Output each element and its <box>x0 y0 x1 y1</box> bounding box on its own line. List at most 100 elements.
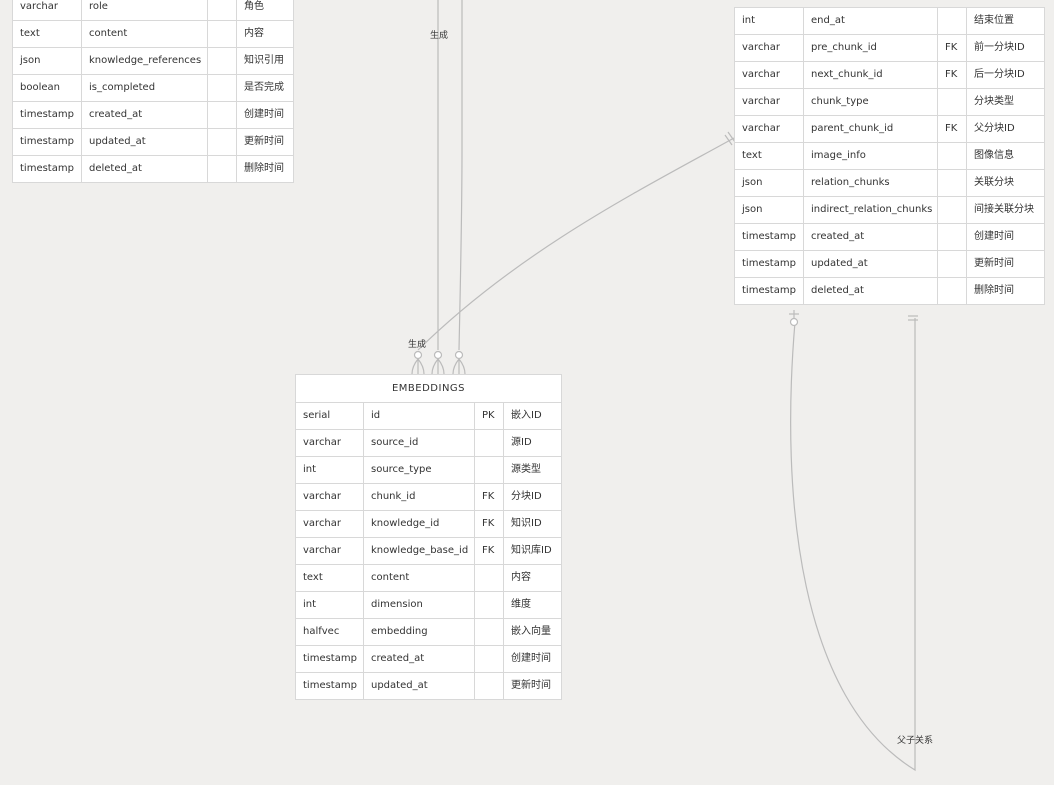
column-name: deleted_at <box>804 278 938 304</box>
column-key <box>475 430 504 456</box>
column-name: relation_chunks <box>804 170 938 196</box>
column-name: knowledge_id <box>364 511 475 537</box>
column-name: created_at <box>804 224 938 250</box>
column-type: varchar <box>296 484 364 510</box>
column-comment: 知识ID <box>511 518 542 529</box>
column-comment: 更新时间 <box>511 680 551 691</box>
column-key: FK <box>938 62 967 88</box>
column-comment: 分块类型 <box>974 96 1014 107</box>
column-key <box>938 278 967 304</box>
column-comment: 知识引用 <box>244 55 284 66</box>
column-name: source_type <box>364 457 475 483</box>
column-key <box>208 75 237 101</box>
column-name: role <box>82 0 208 20</box>
column-name: updated_at <box>364 673 475 699</box>
column-key <box>475 592 504 618</box>
column-comment: 知识库ID <box>511 545 552 556</box>
column-type: timestamp <box>735 224 804 250</box>
column-comment: 嵌入向量 <box>511 626 551 637</box>
relation-label-generate-bottom: 生成 <box>408 340 427 350</box>
column-name: deleted_at <box>82 156 208 182</box>
column-comment: 图像信息 <box>974 150 1014 161</box>
relation-line-parent-child <box>790 318 916 772</box>
column-comment: 嵌入ID <box>511 410 542 421</box>
column-comment: 前一分块ID <box>974 42 1025 53</box>
column-comment: 删除时间 <box>974 285 1014 296</box>
column-type: varchar <box>296 538 364 564</box>
column-type: varchar <box>296 511 364 537</box>
column-comment: 结束位置 <box>974 15 1014 26</box>
column-type: text <box>13 21 82 47</box>
column-name: next_chunk_id <box>804 62 938 88</box>
column-comment: 创建时间 <box>974 231 1014 242</box>
column-comment: 源类型 <box>511 464 541 475</box>
column-type: int <box>296 592 364 618</box>
column-type: varchar <box>735 89 804 115</box>
column-comment: 分块ID <box>511 491 542 502</box>
column-comment: 内容 <box>511 572 531 583</box>
column-type: varchar <box>735 116 804 142</box>
column-name: knowledge_base_id <box>364 538 475 564</box>
relation-label-parent-child: 父子关系 <box>897 736 934 746</box>
column-type: timestamp <box>13 102 82 128</box>
column-name: created_at <box>364 646 475 672</box>
entity-title: EMBEDDINGS <box>296 375 561 403</box>
column-name: indirect_relation_chunks <box>804 197 938 223</box>
column-key: PK <box>475 403 504 429</box>
column-key <box>938 251 967 277</box>
column-key <box>938 89 967 115</box>
column-key <box>938 8 967 34</box>
column-comment: 创建时间 <box>244 109 284 120</box>
column-key: FK <box>475 511 504 537</box>
column-type: json <box>13 48 82 74</box>
column-name: pre_chunk_id <box>804 35 938 61</box>
column-key <box>208 48 237 74</box>
column-comment: 更新时间 <box>244 136 284 147</box>
column-name: embedding <box>364 619 475 645</box>
column-type: int <box>735 8 804 34</box>
column-key <box>208 21 237 47</box>
column-comment: 角色 <box>244 1 264 12</box>
column-key: FK <box>938 116 967 142</box>
column-key <box>475 646 504 672</box>
column-type: text <box>735 143 804 169</box>
column-name: chunk_type <box>804 89 938 115</box>
column-type: json <box>735 170 804 196</box>
column-key <box>475 673 504 699</box>
column-name: content <box>82 21 208 47</box>
column-key <box>938 170 967 196</box>
column-type: boolean <box>13 75 82 101</box>
column-comment: 后一分块ID <box>974 69 1025 80</box>
column-comment: 创建时间 <box>511 653 551 664</box>
column-comment: 关联分块 <box>974 177 1014 188</box>
relation-label-generate-top: 生成 <box>430 31 449 41</box>
column-key <box>208 156 237 182</box>
column-comment: 父分块ID <box>974 123 1015 134</box>
